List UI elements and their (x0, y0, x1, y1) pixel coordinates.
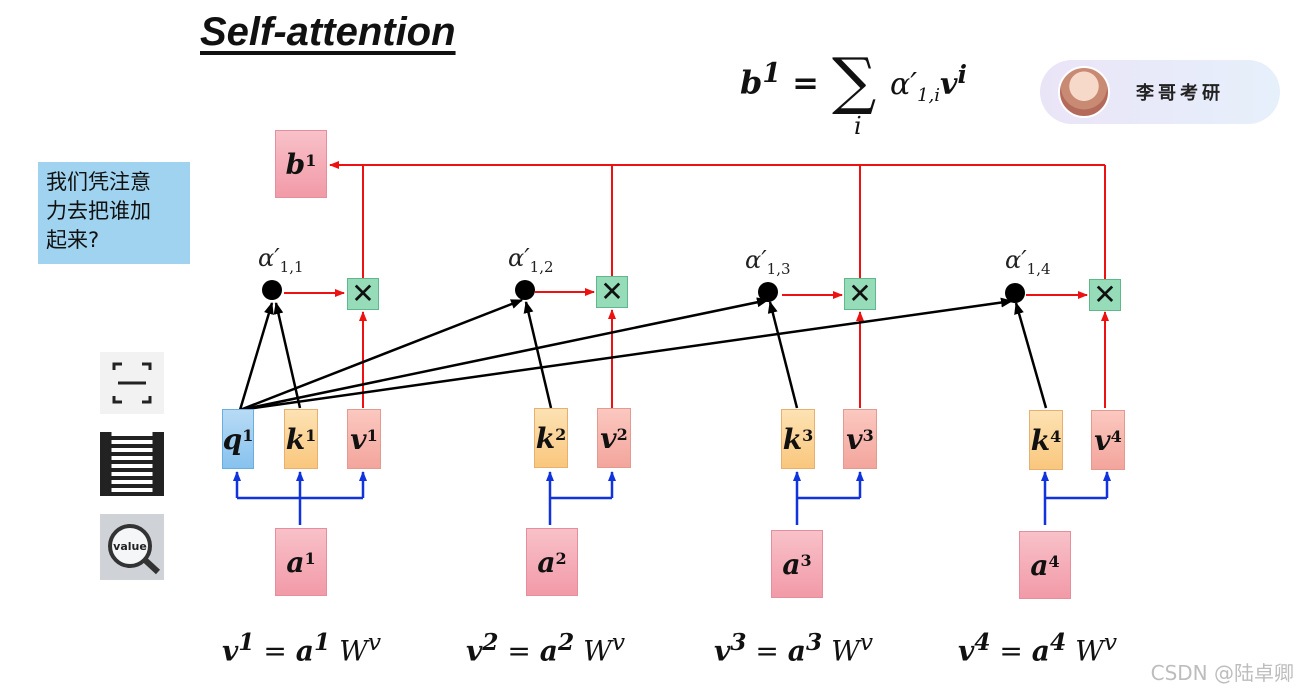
query-to-alpha-2 (239, 298, 523, 412)
alpha-label-1: α′1,1 (258, 244, 304, 276)
key-to-alpha-3 (767, 301, 799, 409)
key-to-alpha-1 (273, 302, 302, 409)
sum-symbol: ∑ (832, 44, 877, 117)
magnifier-value-icon[interactable]: value (100, 514, 164, 580)
value-equation-1: v1 = a1 Wv (222, 628, 382, 668)
input-projections-2 (546, 471, 616, 525)
key-to-alpha-4 (1014, 302, 1048, 409)
value-equation-2: v2 = a2 Wv (466, 628, 626, 668)
key-to-alpha-2 (523, 301, 553, 409)
author-badge[interactable]: 李哥考研 (1040, 60, 1280, 124)
input-projections-3 (793, 471, 864, 525)
question-note: 我们凭注意 力去把谁加 起来? (38, 162, 190, 264)
alpha-label-2: α′1,2 (508, 244, 554, 276)
value-equation-3: v3 = a3 Wv (714, 628, 874, 668)
alpha-node-2 (515, 280, 535, 300)
sum-index: i (854, 112, 862, 140)
alpha-node-1 (262, 280, 282, 300)
avatar (1058, 66, 1110, 118)
value-equation-4: v4 = a4 Wv (958, 628, 1118, 668)
formula-rhs: α′1,ivi (890, 60, 967, 106)
multiply-node-2: ✕ (596, 276, 628, 308)
query-to-alpha-1 (238, 302, 274, 411)
alpha-node-4 (1005, 283, 1025, 303)
note-line: 力去把谁加 (46, 199, 151, 223)
alpha-node-3 (758, 282, 778, 302)
formula-lhs: b1 = (740, 58, 819, 102)
page-title: Self-attention (200, 10, 456, 54)
query-to-alpha-4 (239, 297, 1013, 412)
input-projections-4 (1041, 471, 1111, 525)
qr-code-icon[interactable] (100, 432, 164, 496)
note-line: 起来? (46, 228, 100, 252)
multiply-node-3: ✕ (844, 278, 876, 310)
input-projections-1 (233, 471, 367, 525)
multiply-node-1: ✕ (347, 278, 379, 310)
note-line: 我们凭注意 (46, 170, 151, 194)
author-name: 李哥考研 (1136, 83, 1224, 104)
alpha-label-4: α′1,4 (1005, 246, 1051, 278)
watermark: CSDN @陆卓卿 (1150, 661, 1294, 685)
alpha-label-3: α′1,3 (745, 246, 791, 278)
svg-text:value: value (113, 540, 147, 553)
query-to-alpha-3 (239, 297, 769, 412)
multiply-node-4: ✕ (1089, 279, 1121, 311)
scan-icon[interactable] (100, 352, 164, 414)
